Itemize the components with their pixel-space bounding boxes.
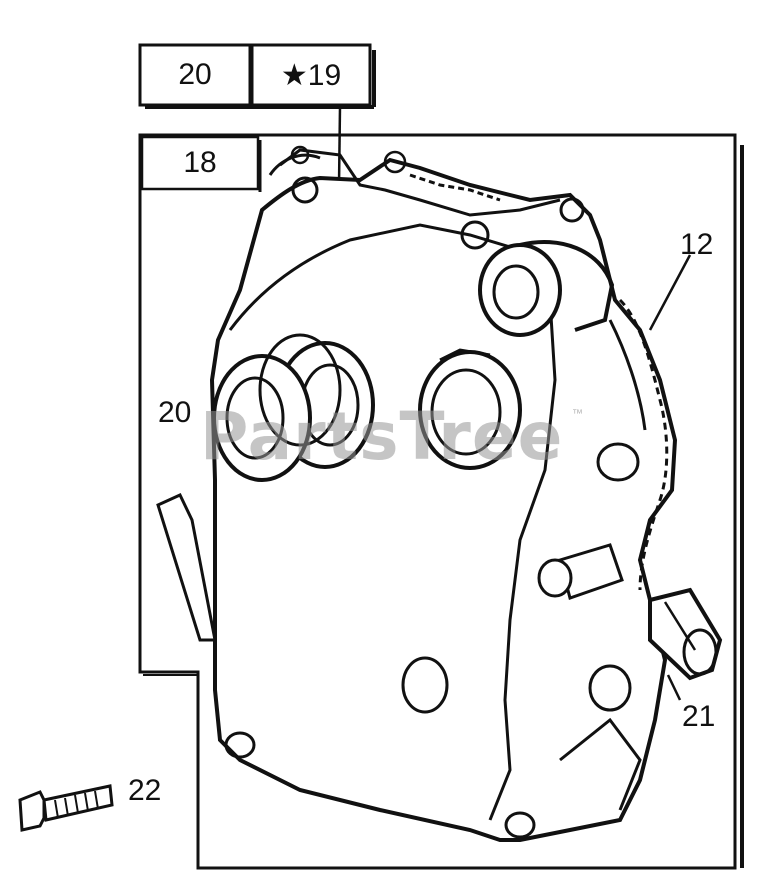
box-19-rect: [250, 43, 372, 107]
leader-12: [648, 254, 692, 331]
callout-12[interactable]: 12: [680, 228, 714, 261]
part-21-plug: [648, 587, 723, 681]
cover-body: [209, 157, 678, 842]
box-20-rect: [138, 43, 252, 107]
part-box-18[interactable]: 18: [183, 146, 217, 179]
watermark-tm: ™: [572, 408, 583, 420]
callout-21[interactable]: 21: [682, 700, 716, 733]
box-18-rect: [140, 135, 260, 191]
callout-20[interactable]: 20: [158, 396, 192, 429]
callout-22[interactable]: 22: [128, 774, 162, 807]
frame-outline: [138, 133, 737, 870]
leader-21: [666, 674, 682, 701]
part-box-20[interactable]: 20: [178, 58, 212, 91]
gasket-12: [618, 298, 669, 591]
part-22-bolt: [18, 784, 114, 832]
part-box-19[interactable]: ★19: [280, 58, 342, 92]
watermark-text: PartsTree: [200, 398, 564, 475]
